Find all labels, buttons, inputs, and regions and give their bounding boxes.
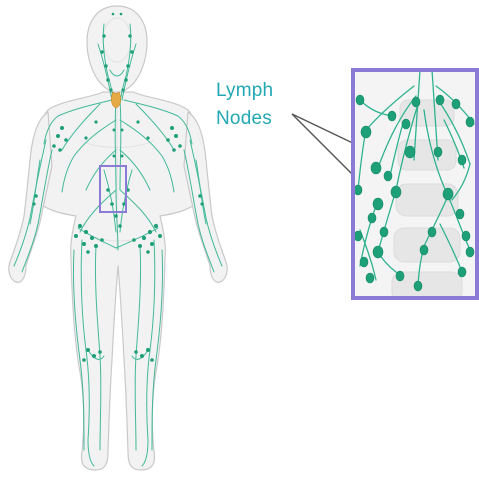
- magnified-inset: [353, 70, 477, 302]
- callout-label-line-1: Lymph: [216, 78, 306, 104]
- callout-label-line-2: Nodes: [216, 106, 306, 132]
- thymus-icon: [111, 92, 120, 108]
- head: [87, 6, 147, 100]
